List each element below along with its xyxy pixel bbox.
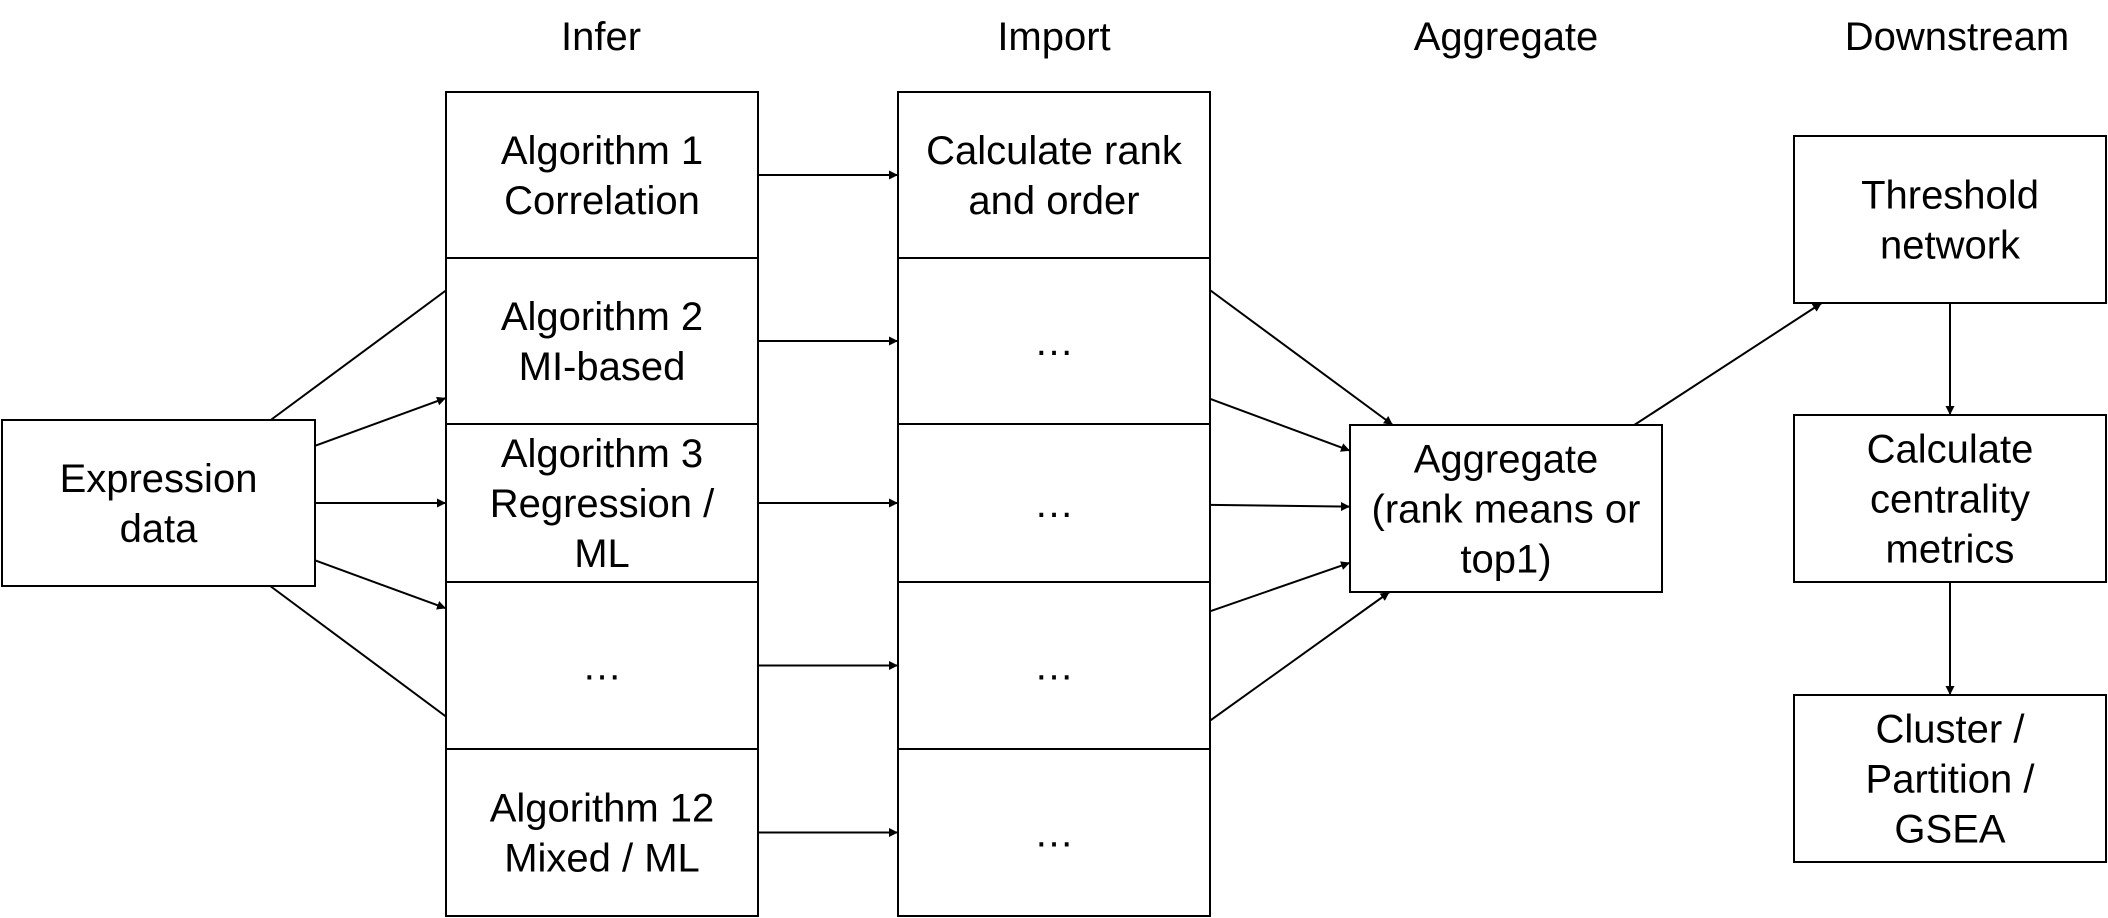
node-algorithm-3: Algorithm 3 Regression / ML [445, 423, 759, 583]
node-algorithm-2: Algorithm 2 MI-based [445, 257, 759, 425]
node-import-rank: Calculate rank and order [897, 91, 1211, 259]
node-aggregate: Aggregate (rank means or top1) [1349, 424, 1663, 593]
node-algorithm-12: Algorithm 12 Mixed / ML [445, 748, 759, 917]
node-label-line: Calculate [1867, 428, 2034, 472]
node-label-line: Correlation [504, 179, 700, 223]
node-label-line: (rank means or [1372, 488, 1641, 532]
node-label-line: GSEA [1894, 808, 2005, 852]
header-aggregate: Aggregate [1414, 15, 1599, 59]
node-label-line: and order [968, 179, 1139, 223]
node-label-line: Algorithm 2 [501, 295, 703, 339]
node-label-line: Threshold [1861, 174, 2039, 218]
node-threshold-network: Threshold network [1793, 135, 2107, 304]
node-label-line: … [582, 645, 622, 689]
node-algorithm-1: Algorithm 1 Correlation [445, 91, 759, 259]
node-label-line: Algorithm 3 [501, 432, 703, 476]
node-label-line: … [1034, 482, 1074, 526]
node-import-4: … [897, 581, 1211, 750]
node-label-line: Algorithm 1 [501, 129, 703, 173]
node-import-5: … [897, 748, 1211, 917]
node-label-line: Calculate rank [926, 129, 1183, 173]
node-label-line: Cluster / [1876, 708, 2026, 752]
node-label-line: Mixed / ML [504, 837, 700, 881]
edge-import_3-to-aggregate [1209, 501, 1351, 511]
node-label-line: top1) [1460, 538, 1551, 582]
edge-aggregate-to-threshold_network [1633, 302, 1823, 426]
node-algorithm-ellipsis: … [445, 581, 759, 750]
header-infer: Infer [561, 15, 641, 59]
edge-expression_data-to-algorithm_ellipsis [314, 559, 447, 610]
node-label-line: data [120, 507, 199, 551]
node-label-line: Algorithm 12 [490, 787, 715, 831]
node-label-line: … [1034, 645, 1074, 689]
node-label-line: … [1034, 812, 1074, 856]
node-import-2: … [897, 257, 1211, 425]
node-label-line: Partition / [1866, 758, 2036, 802]
node-label-line: … [1034, 320, 1074, 364]
header-import: Import [997, 15, 1110, 59]
node-import-3: … [897, 423, 1211, 583]
header-downstream: Downstream [1845, 15, 2070, 59]
node-expression-data: Expression data [1, 419, 316, 587]
node-label-line: network [1880, 224, 2021, 268]
edge-import_4-to-aggregate [1209, 561, 1351, 613]
node-centrality-metrics: Calculate centrality metrics [1793, 414, 2107, 583]
node-label-line: Aggregate [1414, 438, 1599, 482]
node-label-line: centrality [1870, 478, 2030, 522]
node-label-line: ML [574, 532, 630, 576]
edge-expression_data-to-algorithm_2 [314, 396, 447, 447]
node-cluster-partition: Cluster / Partition / GSEA [1793, 694, 2107, 863]
node-label-line: Regression / [490, 482, 715, 526]
node-label-line: metrics [1886, 528, 2015, 572]
node-label-line: MI-based [519, 345, 686, 389]
node-label-line: Expression [60, 457, 258, 501]
edge-import_2-to-aggregate [1209, 397, 1351, 452]
